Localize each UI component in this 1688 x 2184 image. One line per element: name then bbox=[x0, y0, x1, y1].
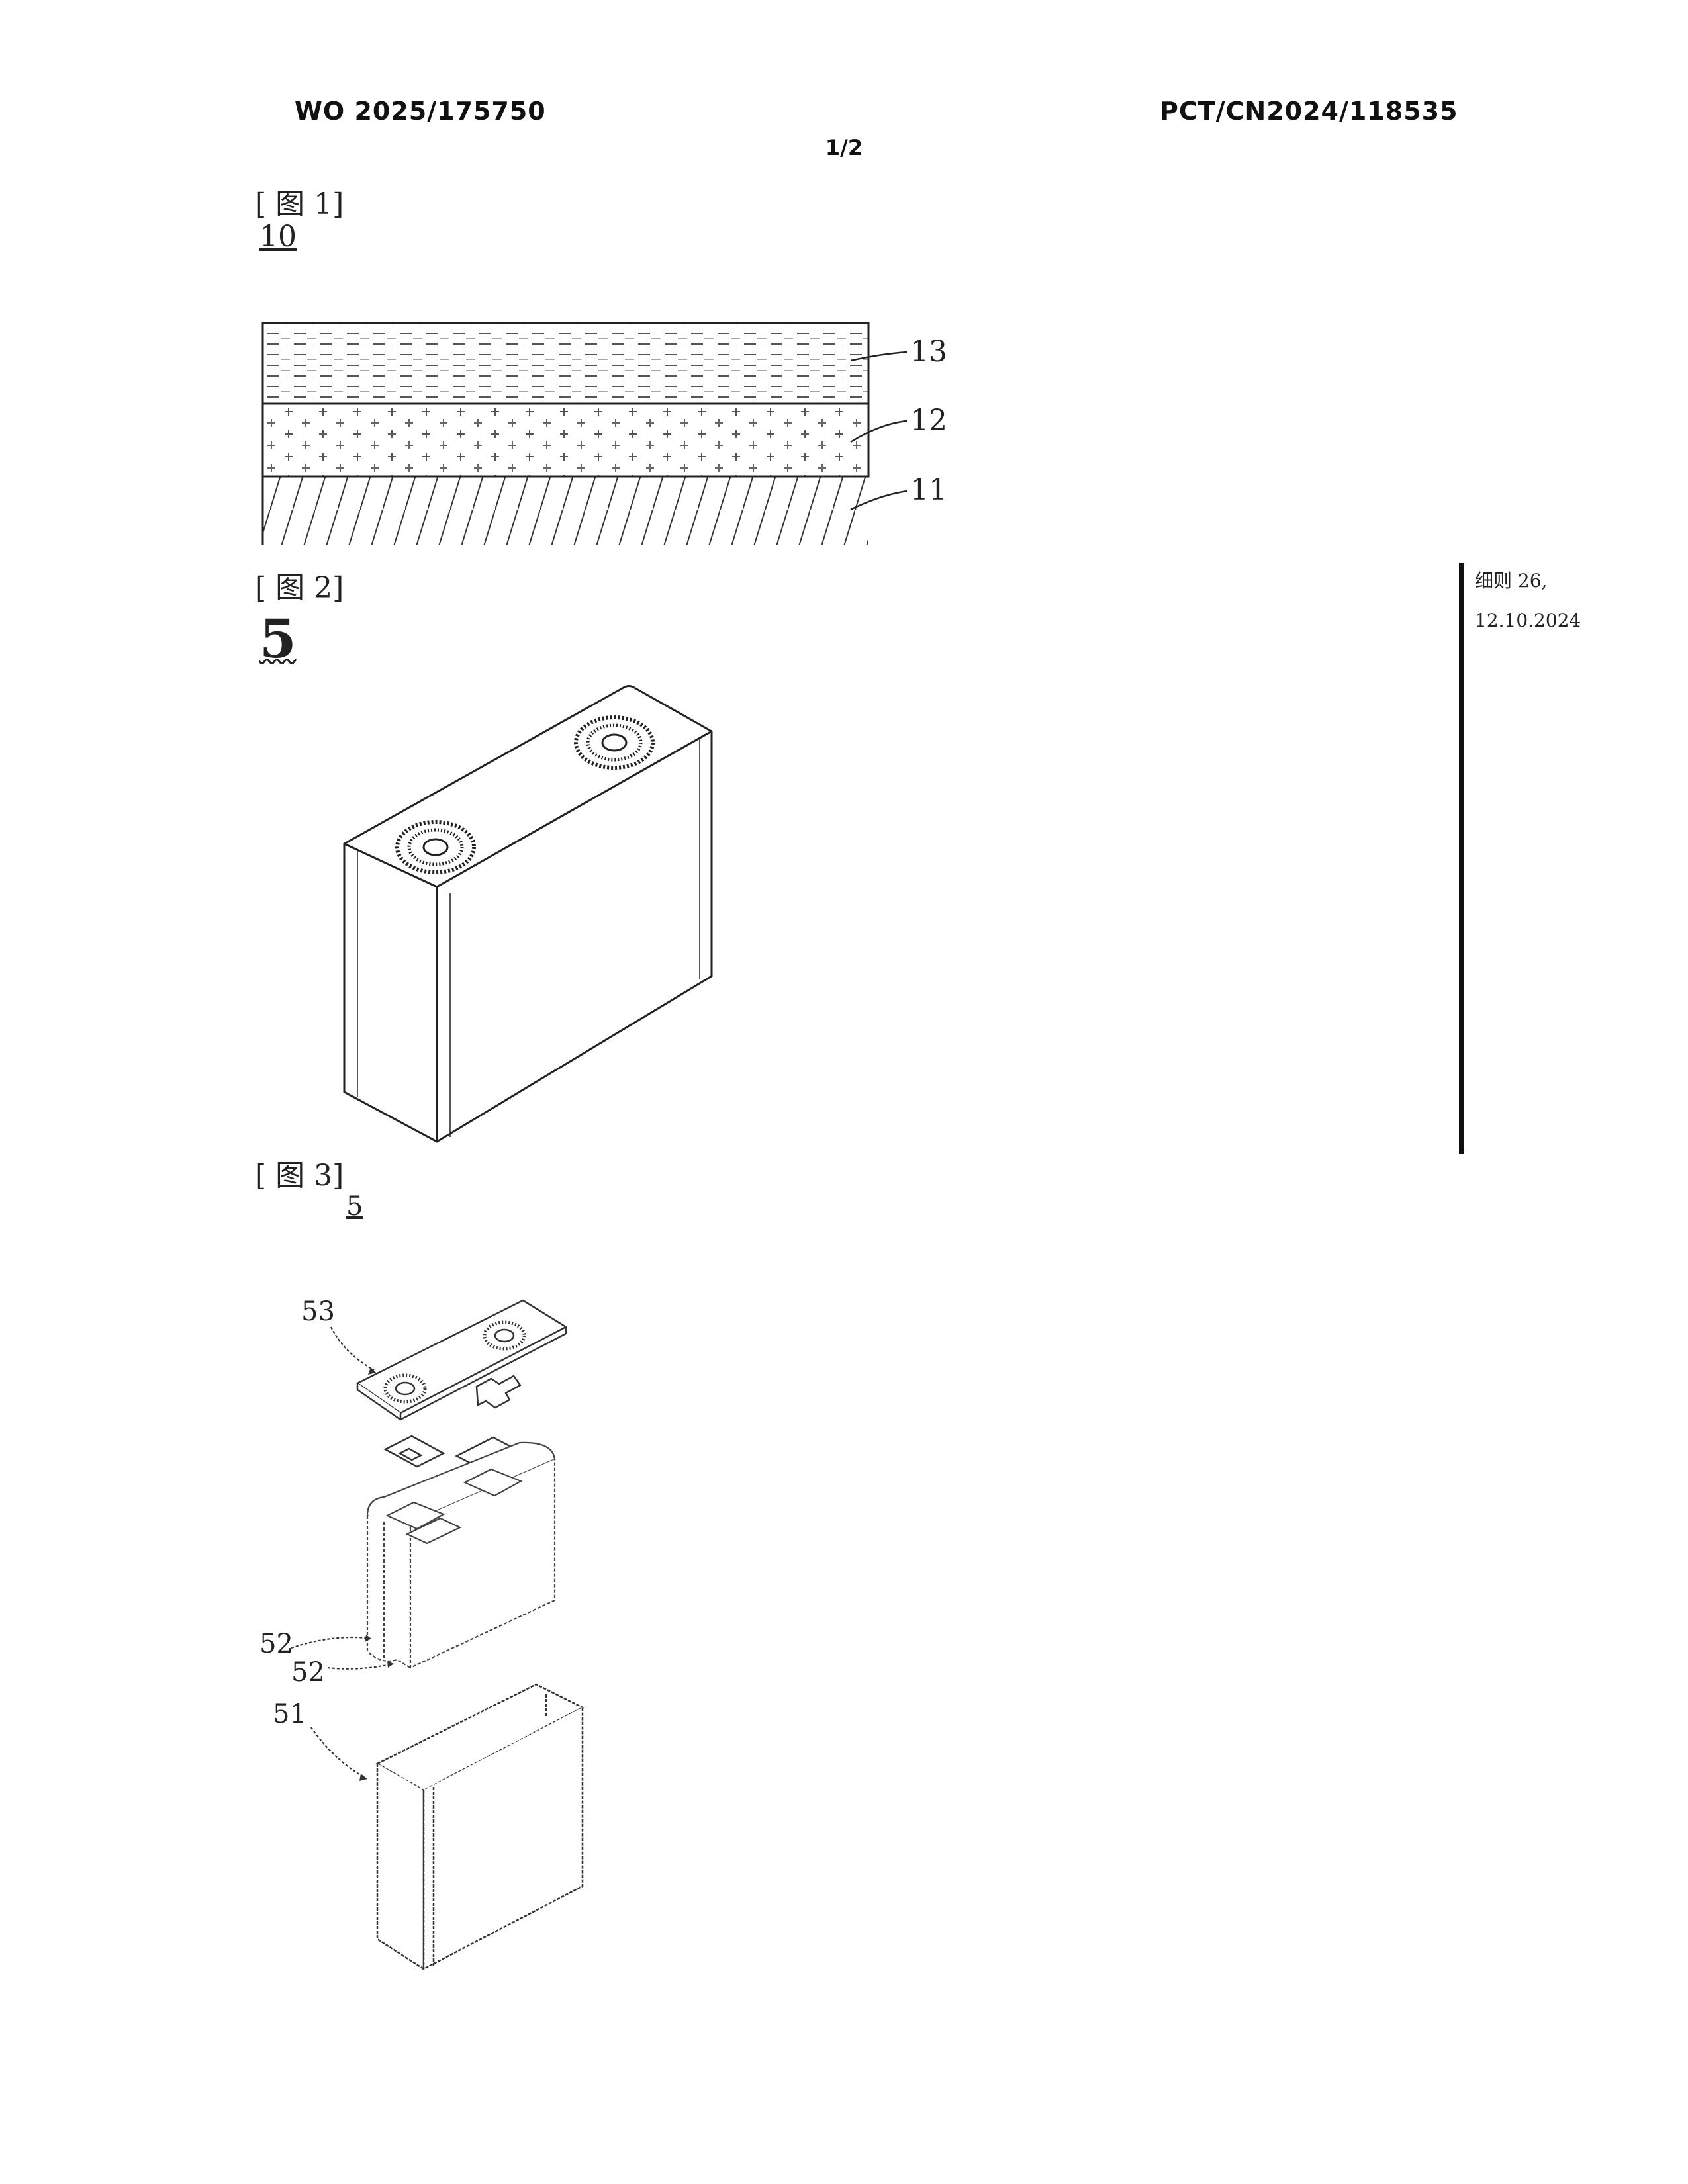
arrowhead-51 bbox=[359, 1774, 367, 1781]
electrode-assembly bbox=[367, 1443, 555, 1668]
callout-53: 53 bbox=[301, 1297, 335, 1327]
callout-52a: 52 bbox=[259, 1629, 293, 1659]
margin-note-date: 12.10.2024 bbox=[1475, 601, 1581, 641]
arrowhead-52b bbox=[387, 1661, 394, 1668]
margin-note: 细则 26, 12.10.2024 bbox=[1475, 561, 1581, 641]
leader-line-52a bbox=[291, 1637, 367, 1648]
top-cover-plate bbox=[357, 1300, 566, 1420]
callout-52b: 52 bbox=[291, 1657, 325, 1688]
margin-change-bar bbox=[1459, 563, 1464, 1154]
margin-note-rule: 细则 26, bbox=[1475, 561, 1581, 601]
leader-line-51 bbox=[311, 1727, 364, 1777]
leader-line-53 bbox=[331, 1327, 374, 1370]
housing-shell bbox=[377, 1684, 583, 1969]
arrowhead-53 bbox=[368, 1367, 376, 1375]
callout-51: 51 bbox=[273, 1699, 306, 1729]
leader-line-52b bbox=[328, 1664, 391, 1669]
